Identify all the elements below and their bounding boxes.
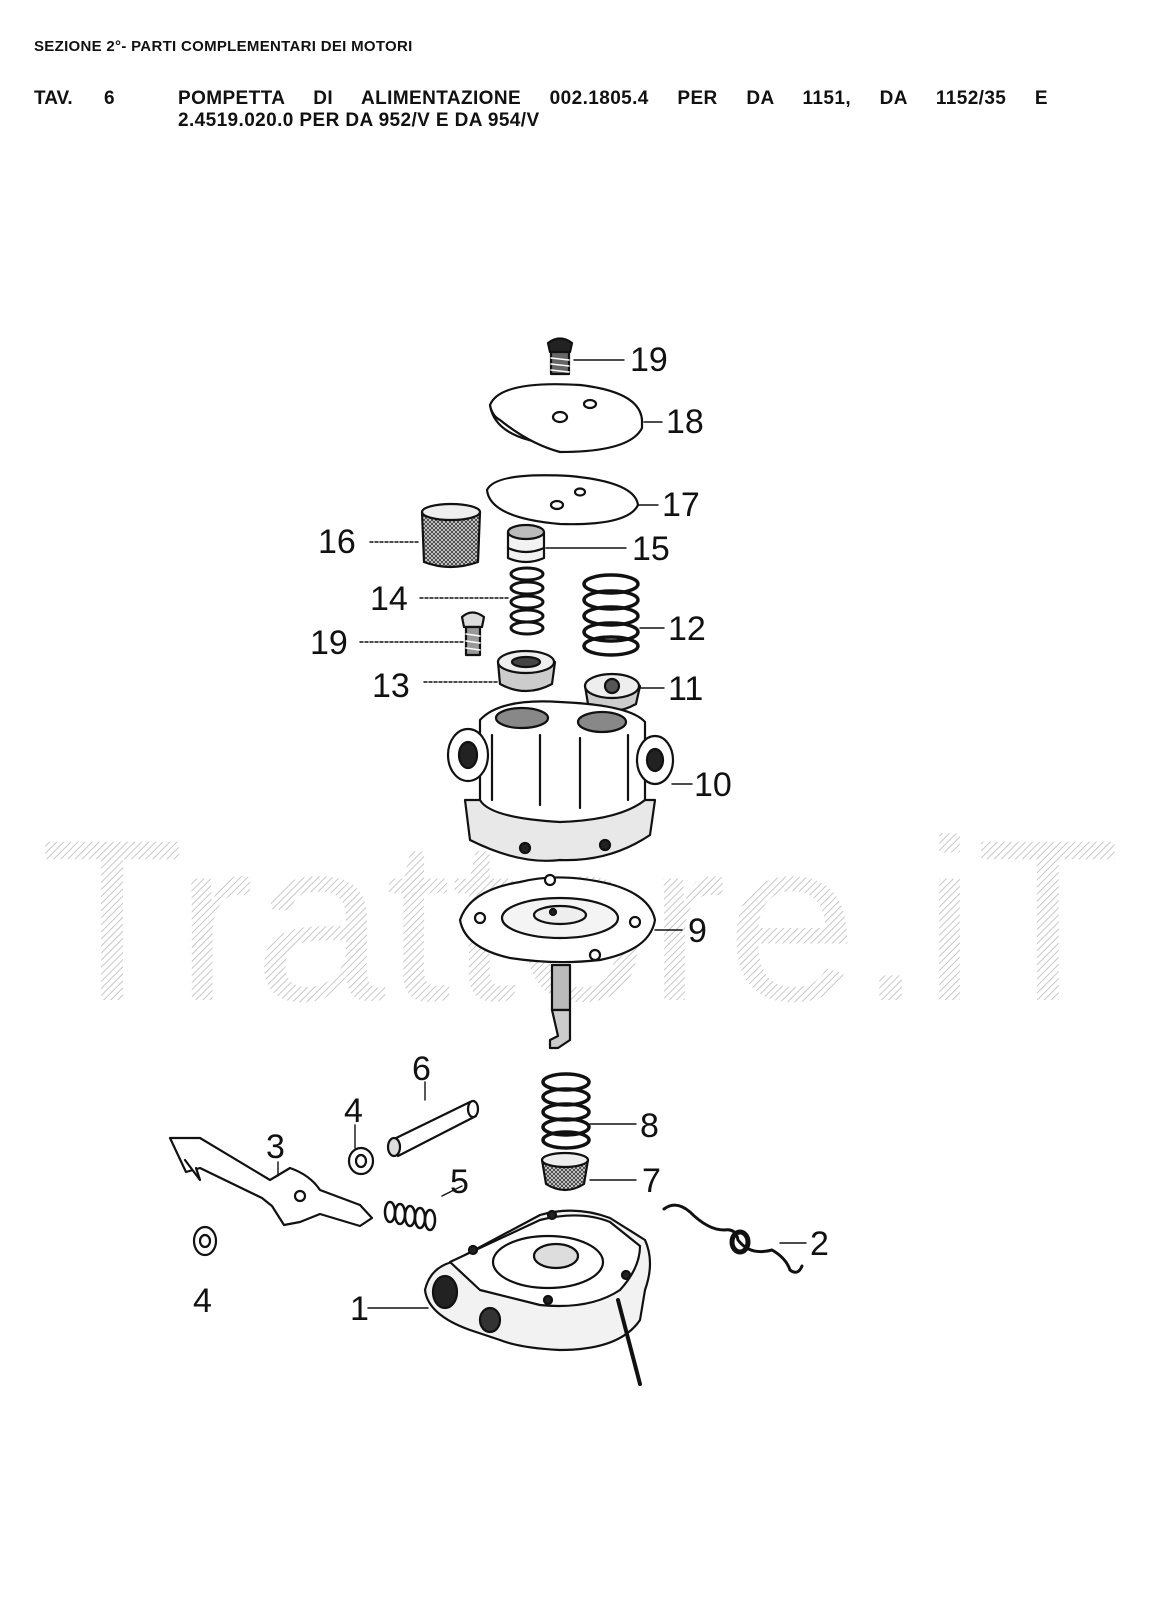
valve-11-part xyxy=(583,672,642,713)
callout-18: 18 xyxy=(666,403,704,441)
pin-part xyxy=(386,1099,480,1158)
seal-part xyxy=(540,1151,590,1192)
gasket-part xyxy=(485,474,640,526)
callouts: 19 18 17 16 15 14 12 19 13 11 10 9 6 4 8… xyxy=(193,341,829,1328)
pump-body-part xyxy=(446,700,675,862)
callout-4-upper: 4 xyxy=(344,1092,363,1130)
callout-4-lower: 4 xyxy=(193,1282,212,1320)
callout-16: 16 xyxy=(318,523,356,561)
plate-title: POMPETTA DI ALIMENTAZIONE 002.1805.4 PER… xyxy=(178,88,1048,132)
spring-clip-part xyxy=(662,1203,804,1274)
washer-lower-part xyxy=(192,1225,218,1257)
return-spring-part xyxy=(383,1200,437,1232)
callout-6: 6 xyxy=(412,1050,431,1088)
callout-3: 3 xyxy=(266,1128,285,1166)
title-line-2: 2.4519.020.0 PER DA 952/V E DA 954/V xyxy=(178,110,540,131)
small-spring-part xyxy=(509,566,545,636)
lever-part xyxy=(168,1136,374,1228)
callout-13: 13 xyxy=(372,667,410,705)
washer-upper-part xyxy=(347,1146,375,1176)
large-spring-part xyxy=(582,573,640,657)
callout-9: 9 xyxy=(688,912,707,950)
valve-cap-part xyxy=(506,523,546,564)
callout-14: 14 xyxy=(370,580,408,618)
valve-13-part xyxy=(496,649,557,693)
callout-10: 10 xyxy=(694,766,732,804)
callout-8: 8 xyxy=(640,1107,659,1145)
callout-2: 2 xyxy=(810,1225,829,1263)
leader-lines xyxy=(277,359,807,1309)
callout-7: 7 xyxy=(642,1162,661,1200)
diaphragm-spring-part xyxy=(541,1072,591,1150)
section-heading: SEZIONE 2°- PARTI COMPLEMENTARI DEI MOTO… xyxy=(34,38,413,55)
callout-5: 5 xyxy=(450,1163,469,1201)
plate-label: TAV. xyxy=(34,88,73,109)
diaphragm-part xyxy=(458,873,657,1050)
callout-1: 1 xyxy=(350,1290,369,1328)
callout-17: 17 xyxy=(662,486,700,524)
lower-body-part xyxy=(423,1209,652,1386)
callout-19-top: 19 xyxy=(630,341,668,379)
title-line-1: POMPETTA DI ALIMENTAZIONE 002.1805.4 PER… xyxy=(178,88,1048,109)
callout-12: 12 xyxy=(668,610,706,648)
screw-middle-part xyxy=(460,611,486,657)
plate-number: 6 xyxy=(104,88,115,109)
callout-11: 11 xyxy=(668,670,703,708)
screw-top-part xyxy=(546,337,574,376)
callout-15: 15 xyxy=(632,530,670,568)
cover-plate-part xyxy=(488,383,644,454)
filter-part xyxy=(420,502,482,569)
callout-19-middle: 19 xyxy=(310,624,348,662)
